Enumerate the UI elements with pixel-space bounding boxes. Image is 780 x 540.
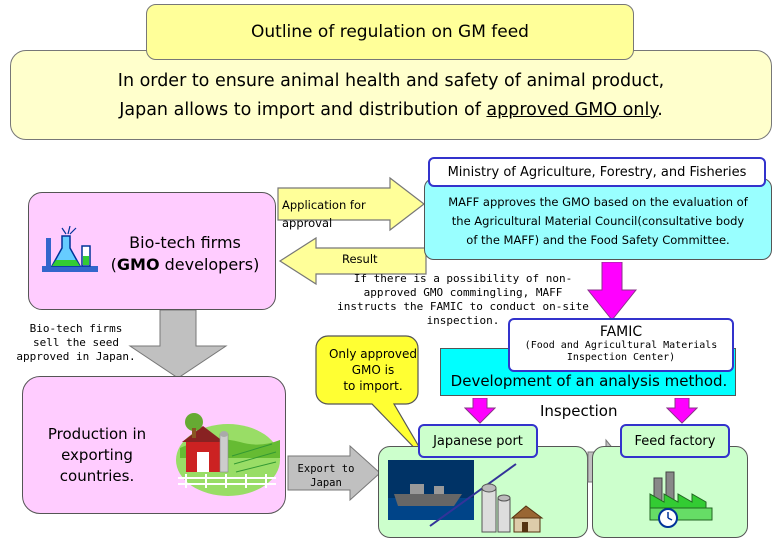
laboratory-flask-icon <box>42 226 98 272</box>
famic-development-text: Development of an analysis method. <box>450 372 728 390</box>
intro-line-1: In order to ensure animal health and saf… <box>117 71 665 91</box>
famic-to-factory-arrow <box>666 398 698 424</box>
intro-line-2: Japan allows to import and distribution … <box>119 100 663 120</box>
maff-header: Ministry of Agriculture, Forestry, and F… <box>428 157 766 187</box>
application-arrow-label: Application for approval <box>282 198 366 230</box>
inspection-label: Inspection <box>540 402 618 420</box>
result-arrow <box>278 236 427 286</box>
farm-barn-icon <box>176 413 280 496</box>
page-title: Outline of regulation on GM feed <box>146 4 634 60</box>
result-arrow-label: Result <box>342 252 378 266</box>
japanese-port-label: Japanese port <box>418 424 538 458</box>
ship-and-silo-icon <box>388 460 544 533</box>
famic-to-port-arrow <box>464 398 496 424</box>
famic-header: FAMIC (Food and Agricultural Materials I… <box>508 318 734 372</box>
commingling-note: If there is a possibility of non- approv… <box>337 272 589 327</box>
export-arrow-label: Export to Japan <box>297 463 355 489</box>
export-arrow <box>287 444 381 502</box>
factory-icon <box>649 471 713 528</box>
intro-box: In order to ensure animal health and saf… <box>10 50 772 140</box>
feed-factory-label: Feed factory <box>620 424 730 458</box>
biotech-to-production-arrow <box>128 310 228 379</box>
biotech-firms-label: Bio-tech firms (GMO developers) <box>110 233 260 274</box>
callout-bubble <box>315 335 429 463</box>
production-label: Production in exporting countries. <box>47 425 147 485</box>
maff-to-famic-arrow <box>586 262 638 321</box>
approved-gmo-only-text: approved GMO only <box>486 100 658 120</box>
seed-note: Bio-tech firms sell the seed approved in… <box>16 322 136 363</box>
callout-text: Only approved GMO is to import. <box>328 347 417 393</box>
maff-box: MAFF approves the GMO based on the evalu… <box>424 178 772 260</box>
application-arrow <box>277 176 425 232</box>
